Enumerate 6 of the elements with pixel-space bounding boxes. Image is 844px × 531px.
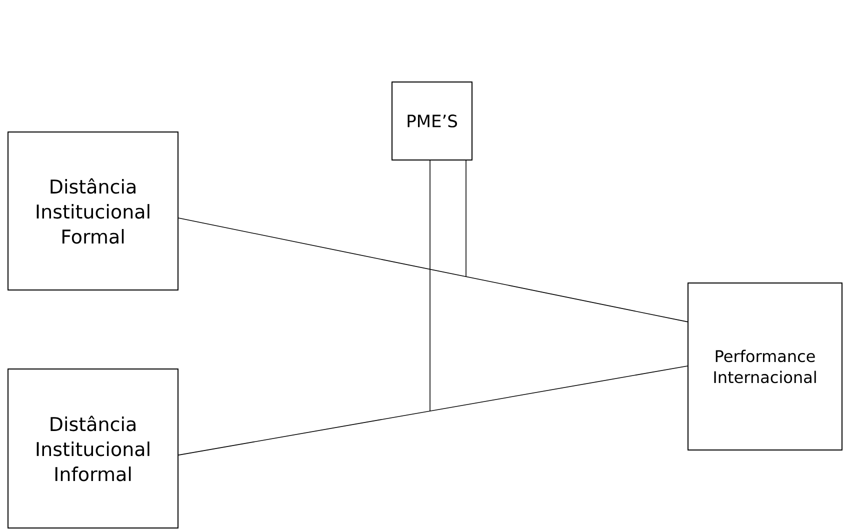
box: PME’S	[392, 82, 472, 160]
box: Distância Institucional Formal	[8, 132, 178, 290]
line	[178, 366, 688, 456]
box: Distância Institucional Informal	[8, 368, 178, 528]
box: Performance Internacional	[688, 282, 842, 450]
line	[178, 218, 688, 322]
